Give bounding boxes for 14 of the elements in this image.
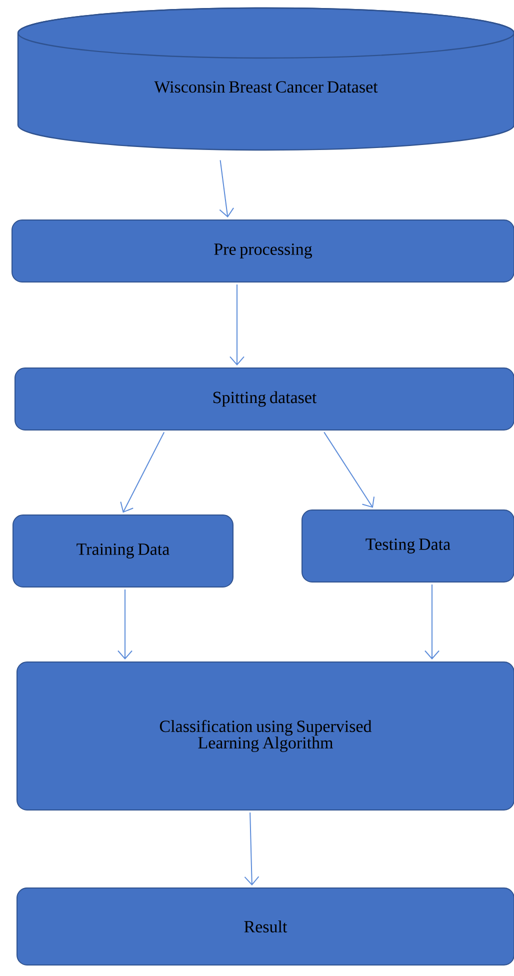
process-box: Spitting dataset	[14, 368, 514, 430]
process-box: Result	[16, 888, 514, 966]
arrow	[219, 160, 234, 218]
arrow	[424, 584, 440, 660]
process-box: Pre processing	[12, 220, 514, 282]
arrow	[244, 812, 260, 886]
database-cylinder: Wisconsin Breast Cancer Dataset	[17, 7, 514, 151]
process-box: Testing Data	[302, 510, 514, 582]
arrow	[120, 432, 165, 513]
process-box: Training Data	[12, 514, 234, 588]
arrow	[324, 432, 375, 508]
arrow	[118, 589, 132, 660]
process-box: Classification using Supervised Learning Algorithm	[16, 662, 514, 810]
arrow	[230, 284, 244, 366]
